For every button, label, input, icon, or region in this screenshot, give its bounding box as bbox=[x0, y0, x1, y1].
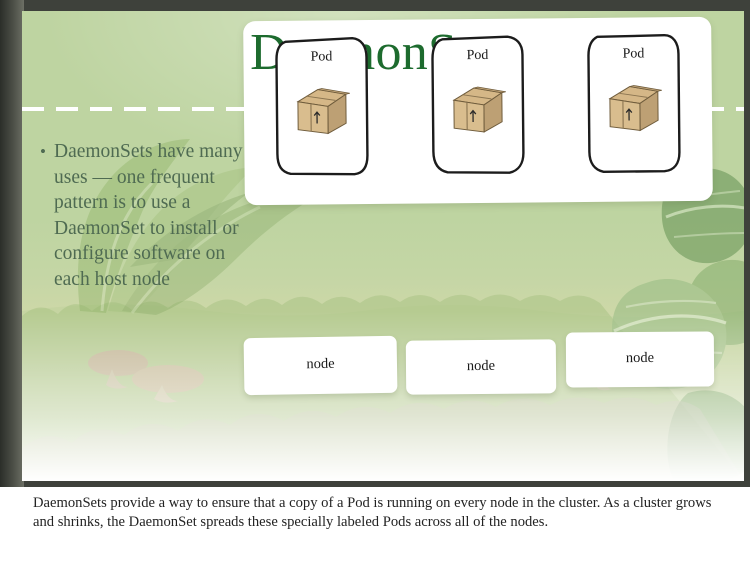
node-card: node bbox=[405, 339, 557, 395]
title-divider bbox=[22, 107, 744, 111]
node-label: node bbox=[625, 349, 655, 367]
bullet-item: • DaemonSets have many uses — one freque… bbox=[40, 139, 256, 293]
pod-card: Pod bbox=[273, 33, 370, 178]
bullet-list: • DaemonSets have many uses — one freque… bbox=[40, 139, 256, 293]
bullet-item-text: DaemonSets have many uses — one frequent… bbox=[54, 141, 243, 290]
pod-card: Pod bbox=[585, 30, 682, 175]
slide-canvas: DaemonSets • DaemonSets have many uses —… bbox=[22, 11, 744, 481]
cardboard-box-icon bbox=[608, 85, 662, 132]
figure-caption: DaemonSets provide a way to ensure that … bbox=[33, 495, 712, 530]
node-card: node bbox=[243, 335, 398, 396]
pod-label: Pod bbox=[310, 49, 333, 65]
cardboard-box-icon bbox=[452, 86, 506, 133]
pod-label: Pod bbox=[466, 47, 489, 64]
cardboard-box-icon bbox=[296, 88, 350, 135]
node-card: node bbox=[565, 331, 715, 388]
pod-row: Pod Pod bbox=[243, 17, 713, 205]
pod-card: Pod bbox=[429, 32, 526, 177]
pod-label: Pod bbox=[622, 46, 645, 62]
node-label: node bbox=[306, 355, 335, 373]
bullet-marker-icon: • bbox=[40, 142, 46, 161]
node-label: node bbox=[466, 357, 496, 375]
